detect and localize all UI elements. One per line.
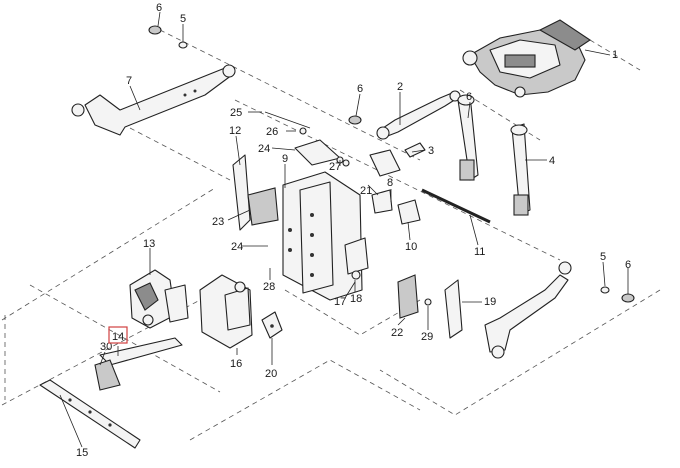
callout-label: 5 [600, 251, 606, 263]
callout-label: 21 [360, 185, 372, 197]
part-lift-housing [462, 19, 591, 98]
callout-label: 6 [357, 83, 363, 95]
callout-label: 11 [474, 246, 485, 258]
callout-label: 9 [282, 153, 288, 165]
part-drawbar [39, 337, 183, 449]
callout-label: 17 [334, 296, 346, 308]
part-frame-9 [282, 171, 363, 301]
callout-label: 2 [397, 81, 403, 93]
part-linkage-pins [344, 149, 491, 280]
part-pin [404, 142, 426, 158]
group-outlines [1, 29, 661, 441]
callout-labels: 6 5 1 7 2 6 6 4 3 25 26 24 12 9 27 21 8 … [76, 2, 631, 459]
callout-label: 13 [143, 238, 155, 250]
callout-label: 19 [484, 296, 496, 308]
part-top-link [376, 90, 461, 140]
part-hook-assembly [129, 269, 189, 329]
callout-label: 6 [625, 259, 631, 271]
highlight-box [108, 326, 128, 344]
callout-label: 29 [421, 331, 433, 343]
callout-label: 20 [265, 368, 277, 380]
callout-label: 23 [212, 216, 224, 228]
callout-label: 24 [258, 143, 270, 155]
part-pad-latch-right [397, 274, 463, 339]
callout-label: 24 [231, 241, 243, 253]
callout-label: 25 [230, 107, 242, 119]
part-plate-20 [261, 311, 283, 339]
callout-label: 28 [263, 281, 275, 293]
callout-label: 1 [612, 49, 618, 61]
callout-label: 8 [387, 177, 393, 189]
leader-lines [59, 11, 629, 448]
callout-label: 12 [229, 125, 241, 137]
callout-label: 26 [266, 126, 278, 138]
callout-label: 6 [466, 91, 472, 103]
part-lower-link-left [71, 64, 236, 136]
part-latch-12 [232, 154, 279, 231]
callout-label: 6 [156, 2, 162, 14]
callout-label: 4 [549, 155, 555, 167]
part-bracket-16 [199, 274, 253, 349]
part-lift-rods [457, 94, 531, 216]
callout-label: 16 [230, 358, 242, 370]
callout-label: 27 [329, 161, 341, 173]
callout-label: 5 [180, 13, 186, 25]
callout-label: 3 [428, 145, 434, 157]
callout-label: 7 [126, 75, 132, 87]
callout-label: 15 [76, 447, 88, 459]
callout-label: 22 [391, 327, 403, 339]
callout-label: 30 [100, 341, 112, 353]
callout-label: 10 [405, 241, 417, 253]
callout-label-highlighted: 14 [112, 331, 124, 343]
part-lower-link-right [484, 261, 635, 359]
part-bolts-plate [264, 111, 350, 167]
part-small-fittings-top [148, 25, 362, 125]
callout-label: 18 [350, 293, 362, 305]
